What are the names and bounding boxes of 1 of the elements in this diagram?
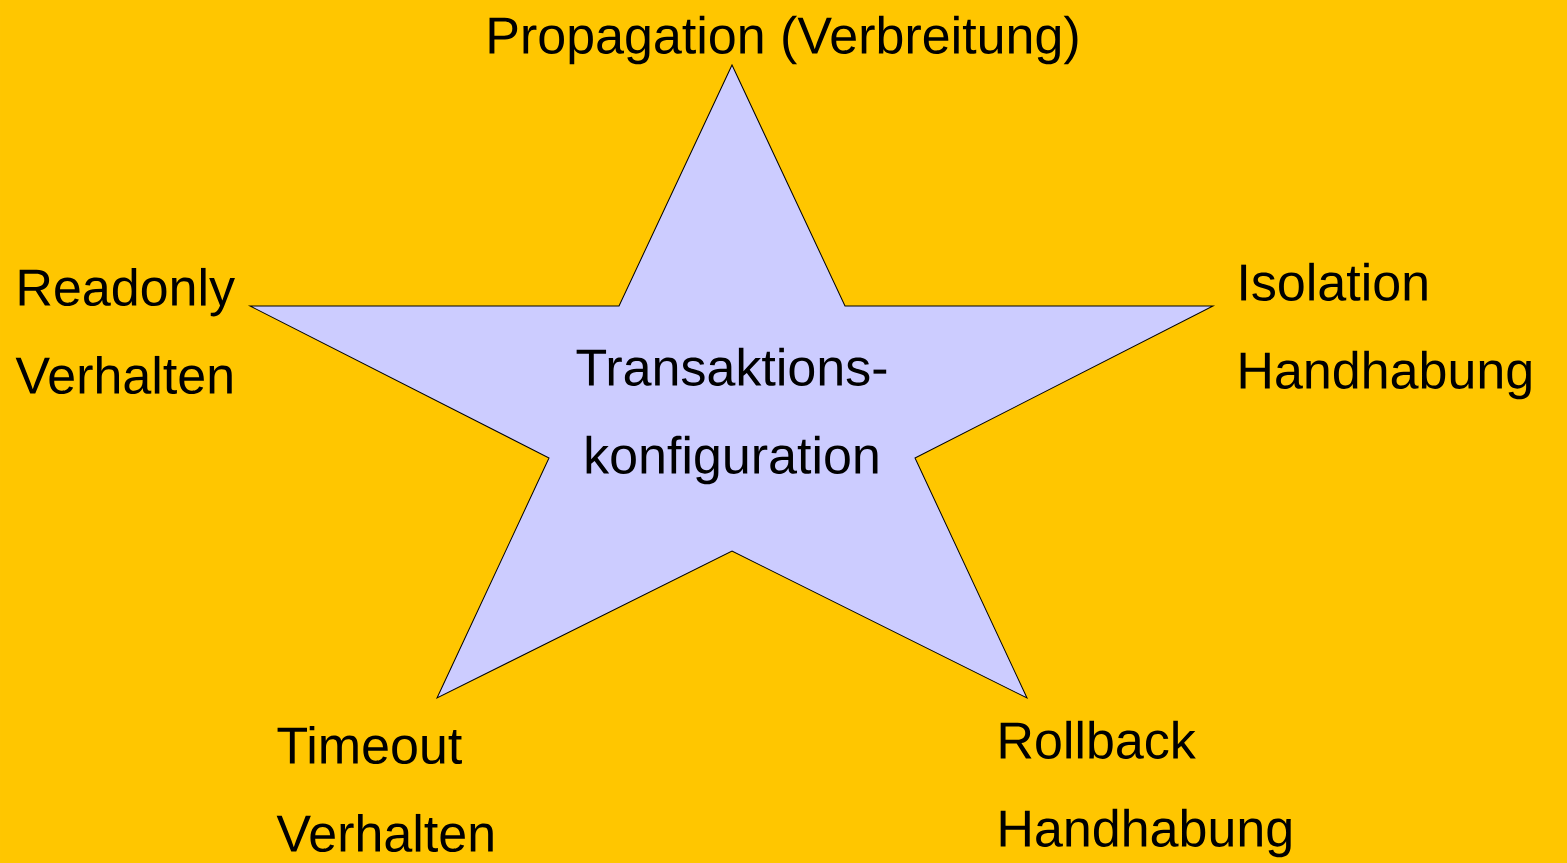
point-label: Rollback Handhabung: [1000, 720, 1291, 858]
